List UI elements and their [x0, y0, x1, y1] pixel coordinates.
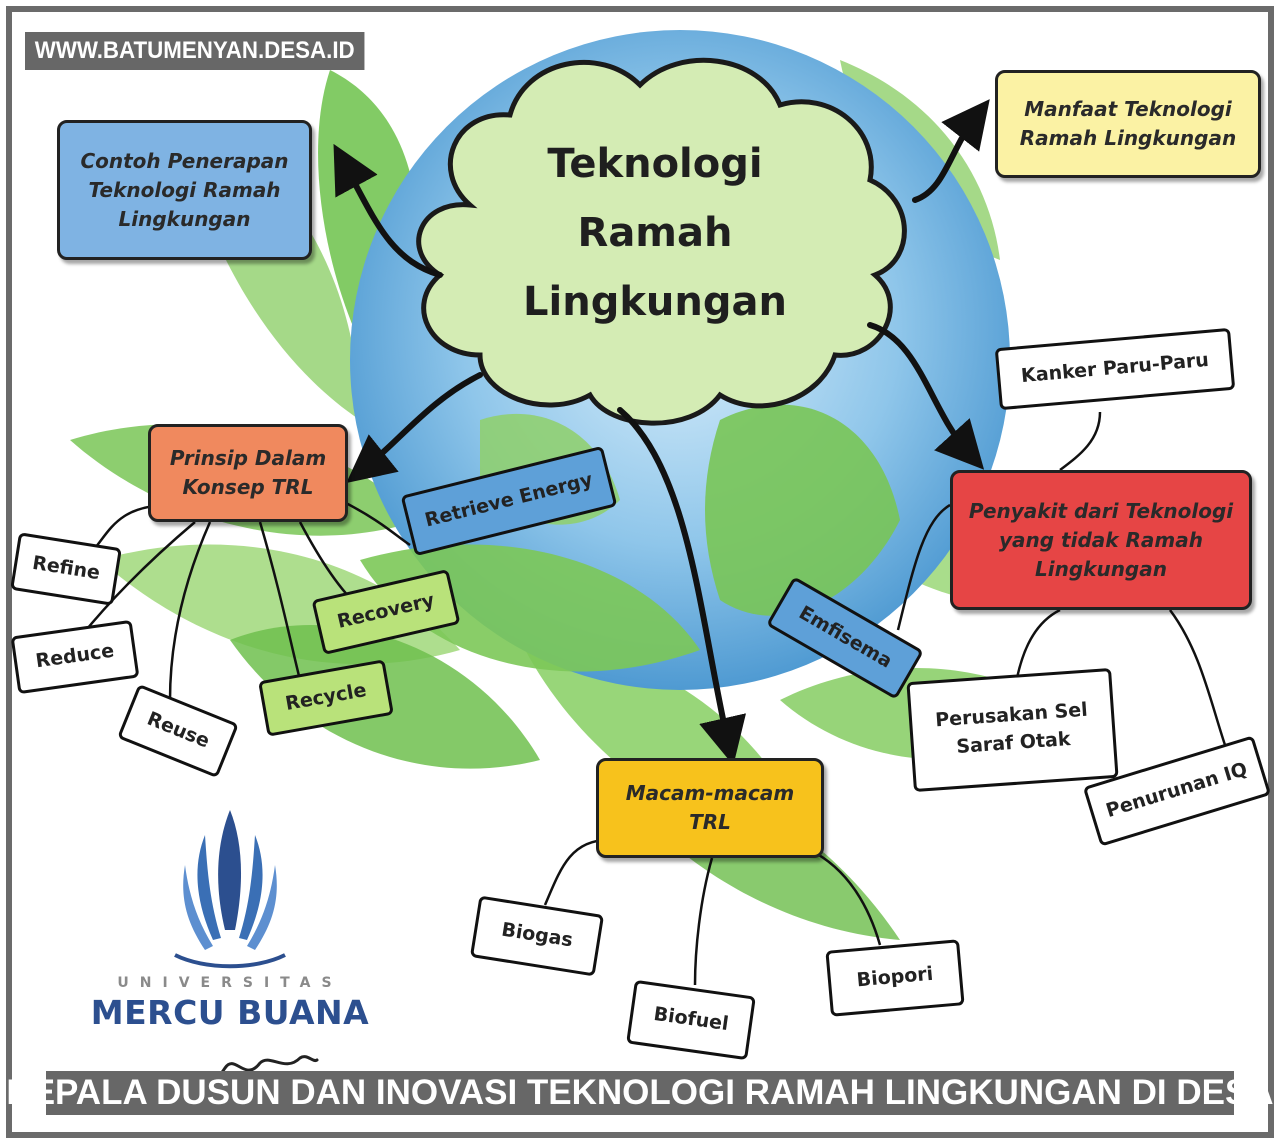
- branch-manfaat: Manfaat Teknologi Ramah Lingkungan: [995, 70, 1261, 178]
- central-topic-line: Teknologi: [547, 141, 763, 187]
- university-logo: UNIVERSITAS MERCU BUANA: [85, 810, 375, 1110]
- central-topic-line: Lingkungan: [523, 278, 787, 325]
- mercu-buana-emblem-icon: [174, 810, 286, 969]
- branch-contoh-penerapan: Contoh Penerapan Teknologi Ramah Lingkun…: [57, 120, 312, 260]
- image-frame: [6, 6, 1274, 1138]
- logo-name: MERCU BUANA: [90, 993, 370, 1032]
- item-biopori: Biopori: [825, 939, 965, 1017]
- item-perusakan-sel-saraf-otak: Perusakan Sel Saraf Otak: [906, 667, 1119, 793]
- caption-banner: KEPALA DUSUN DAN INOVASI TEKNOLOGI RAMAH…: [6, 1071, 1274, 1115]
- branch-macam-macam: Macam-macam TRL: [596, 758, 824, 858]
- central-cloud: [416, 57, 907, 426]
- branch-prinsip: Prinsip Dalam Konsep TRL: [148, 424, 348, 522]
- main-arrows: [333, 99, 990, 766]
- branch-penyakit: Penyakit dari Teknologi yang tidak Ramah…: [950, 470, 1252, 610]
- logo-top-text: UNIVERSITAS: [117, 975, 343, 991]
- central-topic: Teknologi Ramah Lingkungan: [470, 130, 840, 336]
- central-topic-line: Ramah: [577, 209, 733, 256]
- site-watermark: WWW.BATUMENYAN.DESA.ID: [25, 32, 365, 70]
